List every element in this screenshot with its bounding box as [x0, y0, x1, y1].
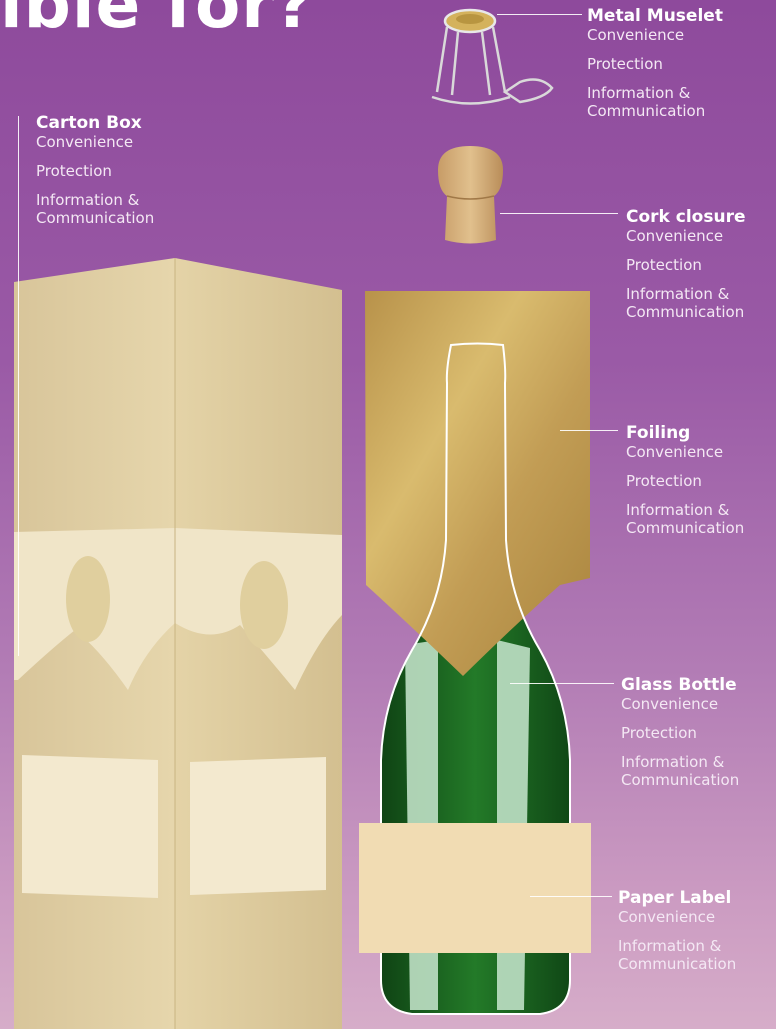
- callout-line: Protection: [587, 55, 723, 73]
- callout-title: Carton Box: [36, 113, 154, 133]
- callout-title: Metal Muselet: [587, 6, 723, 26]
- callout-line: Communication: [626, 519, 744, 537]
- callout-line: Convenience: [626, 443, 744, 461]
- callout-metal-muselet: Metal Muselet Convenience Protection Inf…: [587, 6, 723, 120]
- callout-line: Information &: [36, 191, 154, 209]
- carton-box-illustration: [14, 258, 342, 1029]
- cork-illustration: [438, 146, 503, 244]
- callout-line: Convenience: [626, 227, 745, 245]
- callout-paper-label: Paper Label Convenience Information & Co…: [618, 888, 736, 973]
- muselet-illustration: [432, 10, 552, 104]
- callout-title: Cork closure: [626, 207, 745, 227]
- callout-title: Foiling: [626, 423, 744, 443]
- callout-line: Protection: [626, 472, 744, 490]
- callout-line: Protection: [621, 724, 739, 742]
- callout-line: Convenience: [618, 908, 736, 926]
- callout-line: Communication: [626, 303, 745, 321]
- muselet-leader-line: [497, 14, 582, 15]
- callout-glass-bottle: Glass Bottle Convenience Protection Info…: [621, 675, 739, 789]
- callout-line: Information &: [626, 285, 745, 303]
- callout-line: Convenience: [36, 133, 154, 151]
- callout-line: Convenience: [587, 26, 723, 44]
- callout-title: Glass Bottle: [621, 675, 739, 695]
- callout-line: Communication: [618, 955, 736, 973]
- callout-line: Information &: [587, 84, 723, 102]
- callout-carton-box: Carton Box Convenience Protection Inform…: [36, 113, 154, 227]
- callout-title: Paper Label: [618, 888, 736, 908]
- callout-foiling: Foiling Convenience Protection Informati…: [626, 423, 744, 537]
- callout-line: Communication: [36, 209, 154, 227]
- paper-label-illustration: [359, 823, 591, 953]
- cork-leader-line: [500, 213, 618, 214]
- paper-leader-line: [530, 896, 612, 897]
- callout-line: Protection: [36, 162, 154, 180]
- callout-line: Communication: [621, 771, 739, 789]
- glass-leader-line: [510, 683, 614, 684]
- carton-leader-line: [18, 116, 19, 656]
- foiling-leader-line: [560, 430, 618, 431]
- callout-line: Information &: [618, 937, 736, 955]
- callout-line: Convenience: [621, 695, 739, 713]
- callout-line: Communication: [587, 102, 723, 120]
- callout-line: Protection: [626, 256, 745, 274]
- callout-line: Information &: [621, 753, 739, 771]
- callout-cork-closure: Cork closure Convenience Protection Info…: [626, 207, 745, 321]
- callout-line: Information &: [626, 501, 744, 519]
